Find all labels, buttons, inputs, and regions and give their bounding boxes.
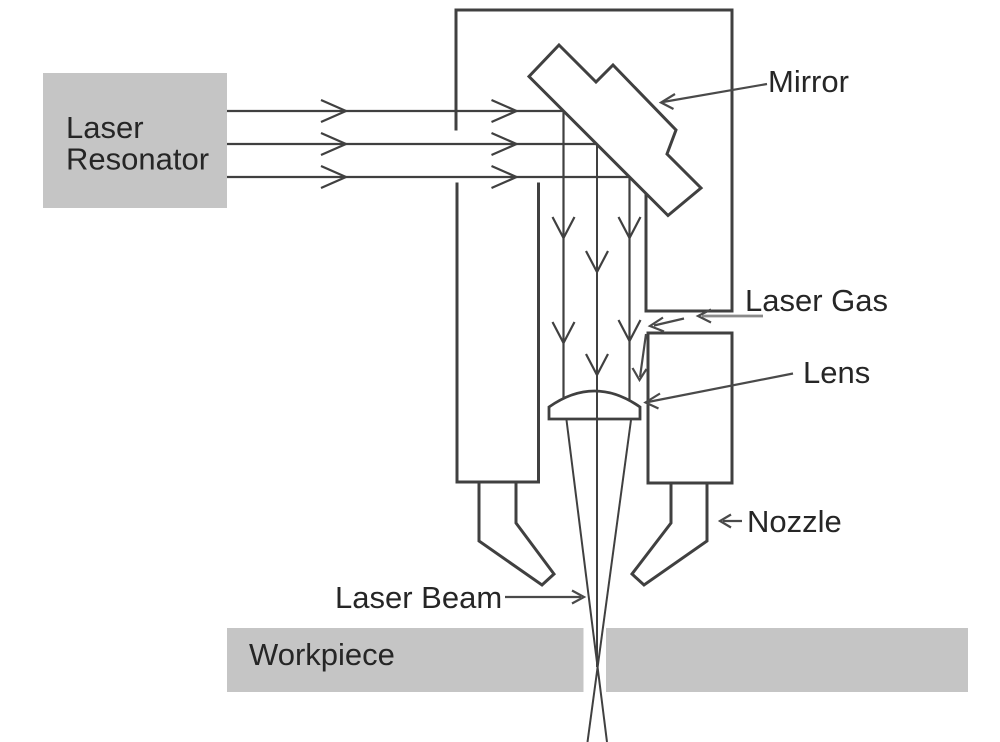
arrow-group xyxy=(505,82,794,605)
beam-chevron-right-icon xyxy=(320,98,349,124)
workpiece-left-block xyxy=(227,628,584,692)
gas-inlet-arrowhead-icon xyxy=(647,316,665,333)
lens-label-arrowhead-icon xyxy=(643,392,661,410)
mirror-label-arrowhead-icon xyxy=(658,93,676,110)
beam-chevron-down-icon xyxy=(617,216,642,241)
structure-group xyxy=(454,8,734,587)
focused-beam-group xyxy=(565,144,632,742)
label-group: Laser Resonator Mirror Laser Gas Lens No… xyxy=(66,64,888,672)
beam-chevron-down-icon xyxy=(551,321,576,346)
gas-downflow-arrow-line xyxy=(638,333,648,378)
laser-resonator-label-line1: Laser xyxy=(66,110,144,145)
gas-inlet-arrow-line xyxy=(653,317,685,327)
beam-chevron-right-icon xyxy=(491,131,520,157)
beam-chevron-down-icon xyxy=(617,319,642,344)
laser-gas-label: Laser Gas xyxy=(745,283,888,318)
mirror-label: Mirror xyxy=(768,64,849,99)
laser-gas-arrowhead-icon xyxy=(695,308,712,324)
cutting-head-housing xyxy=(454,8,734,313)
gas-downflow-arrowhead-icon xyxy=(631,367,648,383)
nozzle-label-arrowhead-icon xyxy=(717,513,732,529)
workpiece-right-block xyxy=(606,628,968,692)
laser-resonator-box xyxy=(43,73,227,208)
beam-group xyxy=(227,98,642,401)
nozzle-label: Nozzle xyxy=(747,504,842,539)
lens-label: Lens xyxy=(803,355,870,390)
mirror-label-arrow-line xyxy=(662,82,768,104)
laser-beam-label: Laser Beam xyxy=(335,580,502,615)
beam-converging-left xyxy=(565,419,608,742)
lens-label-arrow-line xyxy=(647,372,794,404)
beam-chevron-right-icon xyxy=(491,98,520,124)
mirror-shape xyxy=(526,42,704,218)
beam-chevron-right-icon xyxy=(320,131,349,157)
beam-chevron-right-icon xyxy=(320,164,349,190)
nozzle-right-shape xyxy=(629,481,709,587)
gas-chamber-box xyxy=(646,331,734,485)
lens-shape xyxy=(547,389,642,421)
laser-beam-label-arrowhead-icon xyxy=(571,589,587,605)
workpiece-label: Workpiece xyxy=(249,637,395,672)
laser-resonator-label-line2: Resonator xyxy=(66,142,209,177)
nozzle-left-shape xyxy=(477,481,557,587)
beam-converging-right xyxy=(586,419,632,742)
beam-chevron-down-icon xyxy=(551,216,576,241)
beam-chevron-right-icon xyxy=(491,164,520,190)
left-tube xyxy=(455,182,540,484)
